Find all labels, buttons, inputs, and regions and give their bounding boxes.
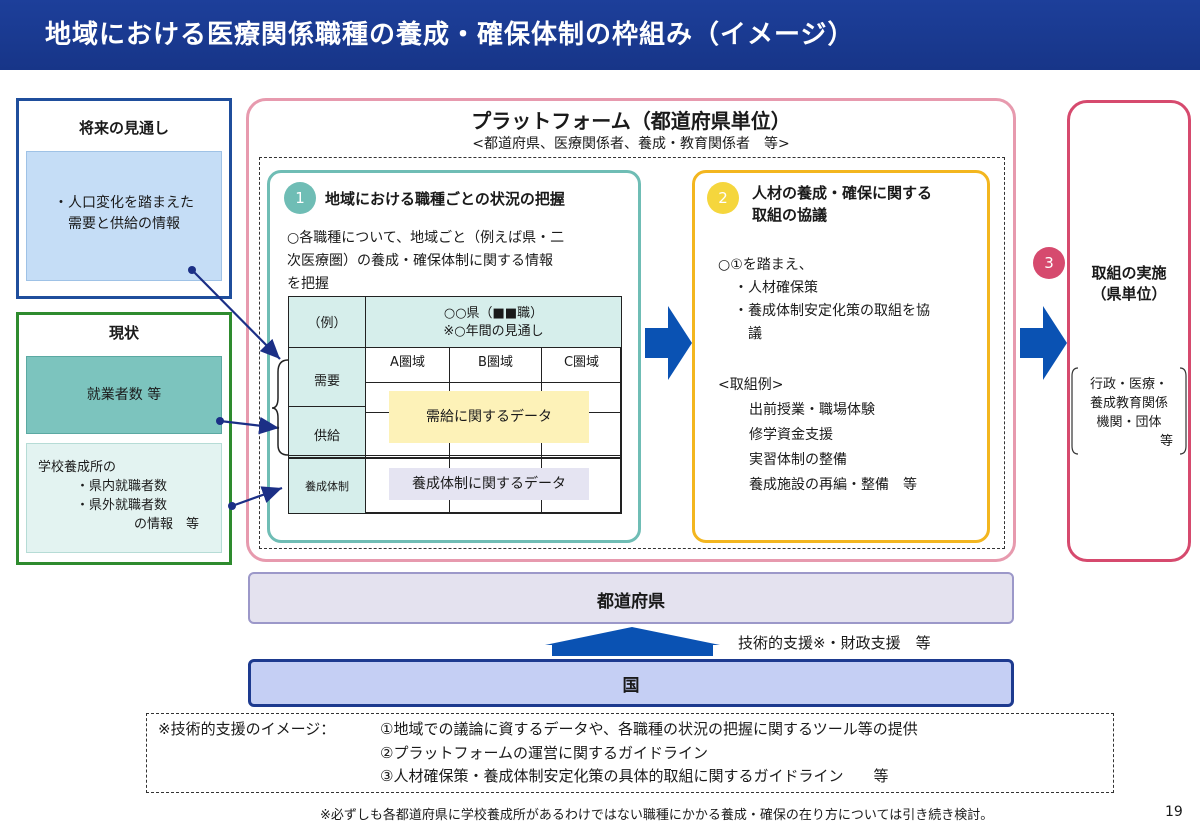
table-column-divider [541,382,542,514]
workers-box [26,356,222,434]
table-header-cell [365,296,622,348]
table-training-cell [288,457,366,514]
step1-desc: 次医療圏）の養成・確保体制に関する情報 [287,253,553,269]
header-bar [0,0,1200,70]
future-info-box [26,151,222,281]
step2-line: 議 [748,326,762,342]
flow-arrow-right [1020,306,1067,380]
school-line: ・県内就職者数 [76,479,168,494]
step3-actor: 行政・医療・ [1089,377,1168,392]
step2-number-badge: 2 [707,182,739,214]
step2-example: 養成施設の再編・整備 等 [749,477,917,493]
support-note-item: ③人材確保策・養成体制安定化策の具体的取組に関するガイドライン 等 [380,767,889,785]
step3-title: 取組の実施 [1091,264,1167,282]
school-box [26,443,222,553]
future-line: ・人口変化を踏まえた [54,195,194,211]
table-data-cell [365,457,622,514]
step2-line: ・人材確保策 [734,280,818,296]
step1-title: 地域における職種ごとの状況の把握 [325,190,565,208]
page-title: 地域における医療関係職種の養成・確保体制の枠組み（イメージ） [45,20,855,50]
step3-box [1067,100,1191,562]
support-note-item: ①地域での議論に資するデータや、各職種の状況の把握に関するツール等の提供 [380,720,918,738]
step2-line: ・養成体制安定化策の取組を協 [734,303,930,319]
step3-number-badge: 3 [1033,247,1065,279]
supply-data-label: 需給に関するデータ [389,391,589,443]
training-data-label: 養成体制に関するデータ [389,468,589,500]
table-area-label: C圏域 [563,355,600,370]
footnote: ※必ずしも各都道府県に学校養成所があるわけではない職種にかかる養成・確保の在り方… [320,808,994,823]
table-column-divider [449,382,450,514]
step2-example: 出前授業・職場体験 [749,402,875,418]
platform-title: プラットフォーム（都道府県単位） [471,109,791,133]
current-title: 現状 [108,324,139,342]
step1-desc: ○各職種について、地域ごと（例えば県・二 [287,230,565,246]
support-label: 技術的支援※・財政支援 等 [738,634,931,652]
table-supply-cell [288,406,366,458]
table-example-label: （例） [307,316,347,331]
school-line: 学校養成所の [38,460,117,475]
table-row-divider-double [288,455,622,459]
step3-title: （県単位） [1091,285,1167,303]
school-line: ・県外就職者数 [76,498,168,513]
step2-examples-title: <取組例> [718,377,784,393]
table-area-label: A圏域 [390,355,425,370]
step1-number-badge: 1 [284,182,316,214]
step2-title: 取組の協議 [752,206,828,224]
step2-title: 人材の養成・確保に関する [752,184,933,202]
step2-box [692,170,990,543]
support-note-prefix: ※技術的支援のイメージ： [158,720,336,738]
table-header-line: ※○年間の見通し [443,324,544,339]
table-supply-label: 供給 [313,429,340,444]
step3-actor: 養成教育関係 [1089,396,1168,411]
future-line: 需要と供給の情報 [68,216,180,232]
country-label: 国 [622,676,640,696]
platform-subtitle: <都道府県、医療関係者、養成・教育関係者 等> [472,136,790,152]
step2-example: 修学資金支援 [749,427,833,443]
step3-actor: 機関・団体 [1096,415,1162,430]
page-number: 19 [1165,804,1183,820]
support-arrow-up [545,627,720,656]
step3-actor: 等 [1159,434,1173,449]
country-bar [248,659,1014,707]
prefecture-label: 都道府県 [597,592,665,612]
table-demand-cell [288,347,366,407]
support-note-box [146,713,1114,793]
table-training-label: 養成体制 [305,480,349,493]
school-line: の情報 等 [134,517,200,532]
step2-example: 実習体制の整備 [749,452,847,468]
workers-label: 就業者数 等 [86,387,162,403]
prefecture-bar [248,572,1014,624]
step2-line: ○①を踏まえ、 [718,257,813,273]
step1-desc: を把握 [287,276,329,292]
table-demand-label: 需要 [313,374,340,389]
table-example-cell [288,296,366,348]
support-note-item: ②プラットフォームの運営に関するガイドライン [380,744,708,762]
table-area-label: B圏域 [478,355,513,370]
future-title: 将来の見通し [78,119,169,137]
table-header-line: ○○県（■■職） [443,306,544,321]
